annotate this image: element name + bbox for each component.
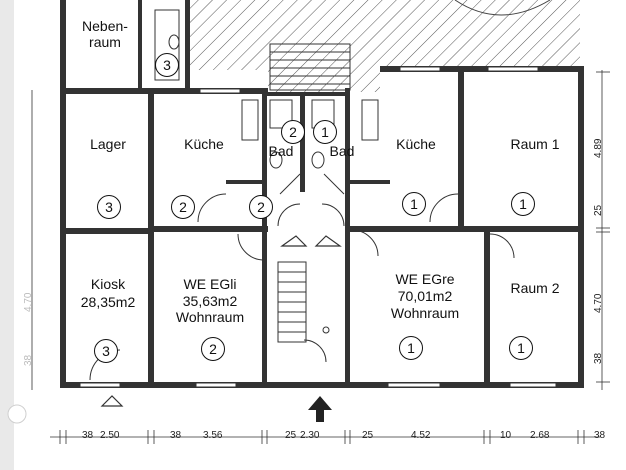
unit-number-flur-left: 2: [249, 195, 273, 219]
room-label-we-egli: WE EGli: [183, 276, 237, 292]
unit-number-kueche-right: 1: [402, 192, 426, 216]
room-label-bad-right: Bad: [329, 143, 355, 159]
dimension-bottom-7: 4.52: [411, 430, 431, 441]
unit-number-we-egli: 2: [201, 337, 225, 361]
unit-number-bad-left: 2: [281, 120, 305, 144]
unit-number-bad-right: 1: [313, 120, 337, 144]
dimension-bottom-3: 3.56: [203, 430, 223, 441]
room-label-nebenraum: Neben- raum: [82, 18, 128, 50]
room-area-we-egre: 70,01m2: [397, 288, 453, 304]
punch-hole: [7, 404, 27, 424]
room-label-raum2: Raum 2: [510, 280, 560, 296]
room-type-we-egre: Wohnraum: [390, 305, 460, 321]
dimension-bottom-0: 38: [82, 430, 94, 441]
unit-number-lager: 3: [97, 195, 121, 219]
unit-number-we-egre: 1: [399, 336, 423, 360]
dimension-bottom-6: 25: [362, 430, 374, 441]
dimension-bottom-9: 2.68: [530, 430, 550, 441]
unit-number-raum2: 1: [509, 336, 533, 360]
dimension-right-3: 38: [593, 352, 604, 364]
interior-walls: [60, 66, 584, 386]
dimension-left-1: 38: [23, 354, 34, 366]
room-area-kiosk: 28,35m2: [80, 294, 136, 310]
dimension-right-0: 4.89: [593, 138, 604, 158]
dimension-bottom-5: 2.30: [300, 430, 320, 441]
room-label-we-egre: WE EGre: [395, 271, 455, 287]
dimension-bottom-10: 38: [594, 430, 606, 441]
triangle-marker-left: [280, 235, 308, 247]
tree-outline: [454, 0, 551, 16]
unit-number-nebenraum: 3: [155, 53, 179, 77]
dimension-left-0: 4.70: [23, 292, 34, 312]
room-label-raum1: Raum 1: [510, 136, 560, 152]
unit-number-raum1: 1: [511, 192, 535, 216]
room-label-lager: Lager: [90, 136, 126, 152]
dimension-right-2: 4.70: [593, 293, 604, 313]
dimension-bottom-4: 25: [285, 430, 297, 441]
unit-number-kiosk: 3: [94, 339, 118, 363]
paper-edge-shadow: [0, 0, 14, 470]
dimension-lines: [31, 70, 610, 444]
kiosk-entrance-marker: [100, 395, 124, 407]
windows: [79, 66, 557, 388]
triangle-marker-right: [314, 235, 342, 247]
room-area-we-egli: 35,63m2: [182, 293, 238, 309]
room-label-kueche-left: Küche: [184, 136, 224, 152]
staircase: [269, 43, 351, 343]
dimension-bottom-1: 2.50: [100, 430, 120, 441]
courtyard-hatching: [188, 0, 580, 92]
unit-number-kueche-left: 2: [171, 195, 195, 219]
dimension-bottom-2: 38: [170, 430, 182, 441]
room-label-kiosk: Kiosk: [90, 276, 126, 292]
dimension-right-1: 25: [593, 204, 604, 216]
room-type-we-egli: Wohnraum: [175, 309, 245, 325]
main-entrance-arrow: [308, 396, 332, 422]
room-label-kueche-right: Küche: [396, 136, 436, 152]
dimension-bottom-8: 10: [500, 430, 512, 441]
room-label-bad-left: Bad: [268, 143, 294, 159]
